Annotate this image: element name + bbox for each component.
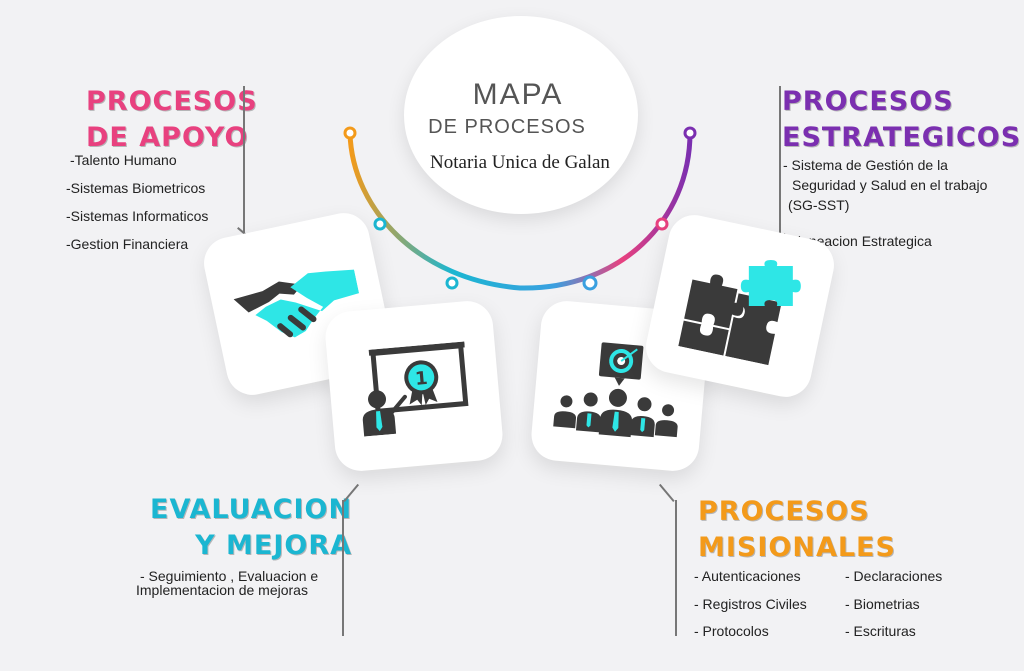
map-subtitle: DE PROCESOS bbox=[428, 116, 586, 138]
misionales-heading: PROCESOS MISIONALES bbox=[698, 496, 896, 563]
arc-node-purple bbox=[683, 126, 697, 140]
misionales-item: - Protocolos bbox=[694, 623, 769, 639]
misionales-item: - Escrituras bbox=[845, 623, 916, 639]
estrategicos-item: (SG-SST) bbox=[788, 197, 850, 213]
arc-node-blue-1 bbox=[445, 276, 459, 290]
puzzle-icon bbox=[678, 259, 801, 366]
misionales-item: - Biometrias bbox=[845, 596, 920, 612]
apoyo-heading: PROCESOS DE APOYO bbox=[86, 86, 258, 153]
misionales-item: - Autenticaciones bbox=[694, 568, 801, 584]
map-title: MAPA bbox=[472, 78, 564, 111]
organization-name: Notaria Unica de Galan bbox=[430, 152, 610, 173]
estrategicos-item: - Sistema de Gestión de la bbox=[783, 157, 948, 173]
estrategicos-connector bbox=[779, 86, 781, 236]
evaluacion-card: 1 bbox=[323, 298, 505, 474]
arc-node-blue-2 bbox=[582, 275, 598, 291]
presentation-award-icon: 1 bbox=[362, 341, 469, 437]
estrategicos-item: Seguridad y Salud en el trabajo bbox=[792, 177, 988, 193]
svg-text:1: 1 bbox=[414, 368, 428, 390]
apoyo-item: -Sistemas Informaticos bbox=[66, 208, 209, 224]
center-circle bbox=[404, 16, 638, 214]
estrategicos-heading: PROCESOS ESTRATEGICOS bbox=[782, 86, 1022, 153]
arc-node-pink bbox=[655, 217, 669, 231]
arc-node-cyan bbox=[373, 217, 387, 231]
handshake-icon bbox=[233, 269, 360, 338]
evaluacion-heading: EVALUACION Y MEJORA bbox=[150, 494, 353, 561]
misionales-item: - Registros Civiles bbox=[694, 596, 807, 612]
evaluacion-connector bbox=[342, 500, 344, 636]
apoyo-item: -Talento Humano bbox=[70, 152, 177, 168]
evaluacion-item: Implementacion de mejoras bbox=[136, 582, 308, 598]
misionales-item: - Declaraciones bbox=[845, 568, 943, 584]
misionales-connector bbox=[675, 500, 677, 636]
team-target-icon bbox=[553, 342, 678, 438]
estrategicos-card bbox=[641, 210, 839, 402]
apoyo-card bbox=[199, 208, 397, 400]
misionales-card bbox=[529, 298, 711, 474]
evaluacion-item: - Seguimiento , Evaluacion e bbox=[140, 568, 319, 584]
apoyo-item: -Gestion Financiera bbox=[66, 236, 189, 252]
apoyo-connector bbox=[243, 86, 245, 236]
arc-node-orange bbox=[343, 126, 357, 140]
apoyo-item: -Sistemas Biometricos bbox=[66, 180, 206, 196]
